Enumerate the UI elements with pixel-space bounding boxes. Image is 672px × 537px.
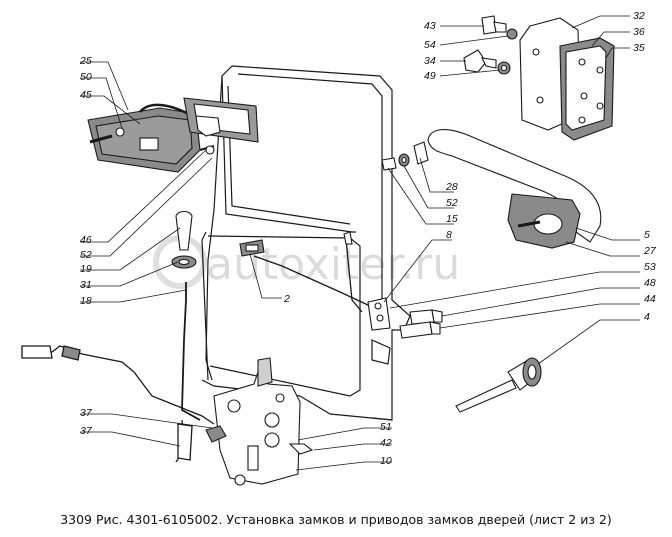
key-cylinder	[455, 357, 542, 413]
callout-36: 36	[633, 26, 645, 38]
callout-48: 48	[644, 277, 656, 289]
callout-labels: 43 54 34 49 32 36 35 25 50 45 46 52 19 3…	[79, 10, 657, 467]
callout-52-right: 52	[446, 197, 458, 209]
leader-lines	[80, 15, 640, 471]
part-2	[239, 239, 265, 257]
callout-50: 50	[80, 71, 92, 83]
callout-10: 10	[380, 455, 392, 467]
callout-37-lower: 37	[80, 425, 93, 437]
screws-48-44	[399, 309, 443, 339]
callout-18: 18	[80, 295, 92, 307]
callout-31: 31	[80, 279, 92, 291]
washers-right	[381, 141, 429, 171]
callout-4: 4	[644, 311, 650, 323]
callout-5: 5	[644, 229, 650, 241]
callout-8: 8	[446, 229, 452, 241]
callout-2: 2	[283, 293, 290, 305]
callout-49: 49	[424, 70, 436, 82]
callout-34: 34	[424, 55, 436, 67]
callout-52-left: 52	[80, 249, 92, 261]
callout-27: 27	[643, 245, 657, 257]
mounting-plates	[463, 15, 615, 141]
callout-45: 45	[80, 89, 92, 101]
striker-bracket	[343, 231, 391, 331]
callout-28: 28	[445, 181, 458, 193]
linkage-rods	[21, 237, 371, 463]
callout-32: 32	[633, 10, 645, 22]
watermark: autoxiter.ru	[153, 235, 460, 290]
callout-15: 15	[446, 213, 458, 225]
callout-51: 51	[380, 421, 392, 433]
callout-44: 44	[644, 293, 656, 305]
lock-mechanism	[205, 357, 314, 486]
outer-handle	[427, 129, 602, 249]
callout-19: 19	[80, 263, 92, 275]
inner-handle-assembly	[87, 97, 259, 173]
callout-42: 42	[380, 437, 392, 449]
callout-35: 35	[633, 42, 645, 54]
callout-46: 46	[80, 234, 92, 246]
callout-54: 54	[424, 39, 436, 51]
figure-caption: 3309 Рис. 4301-6105002. Установка замков…	[60, 512, 612, 527]
callout-43: 43	[424, 20, 436, 32]
callout-25: 25	[79, 55, 92, 67]
door-frame	[201, 65, 411, 421]
lock-button	[171, 210, 201, 421]
callout-53: 53	[644, 261, 656, 273]
callout-37-upper: 37	[80, 407, 93, 419]
